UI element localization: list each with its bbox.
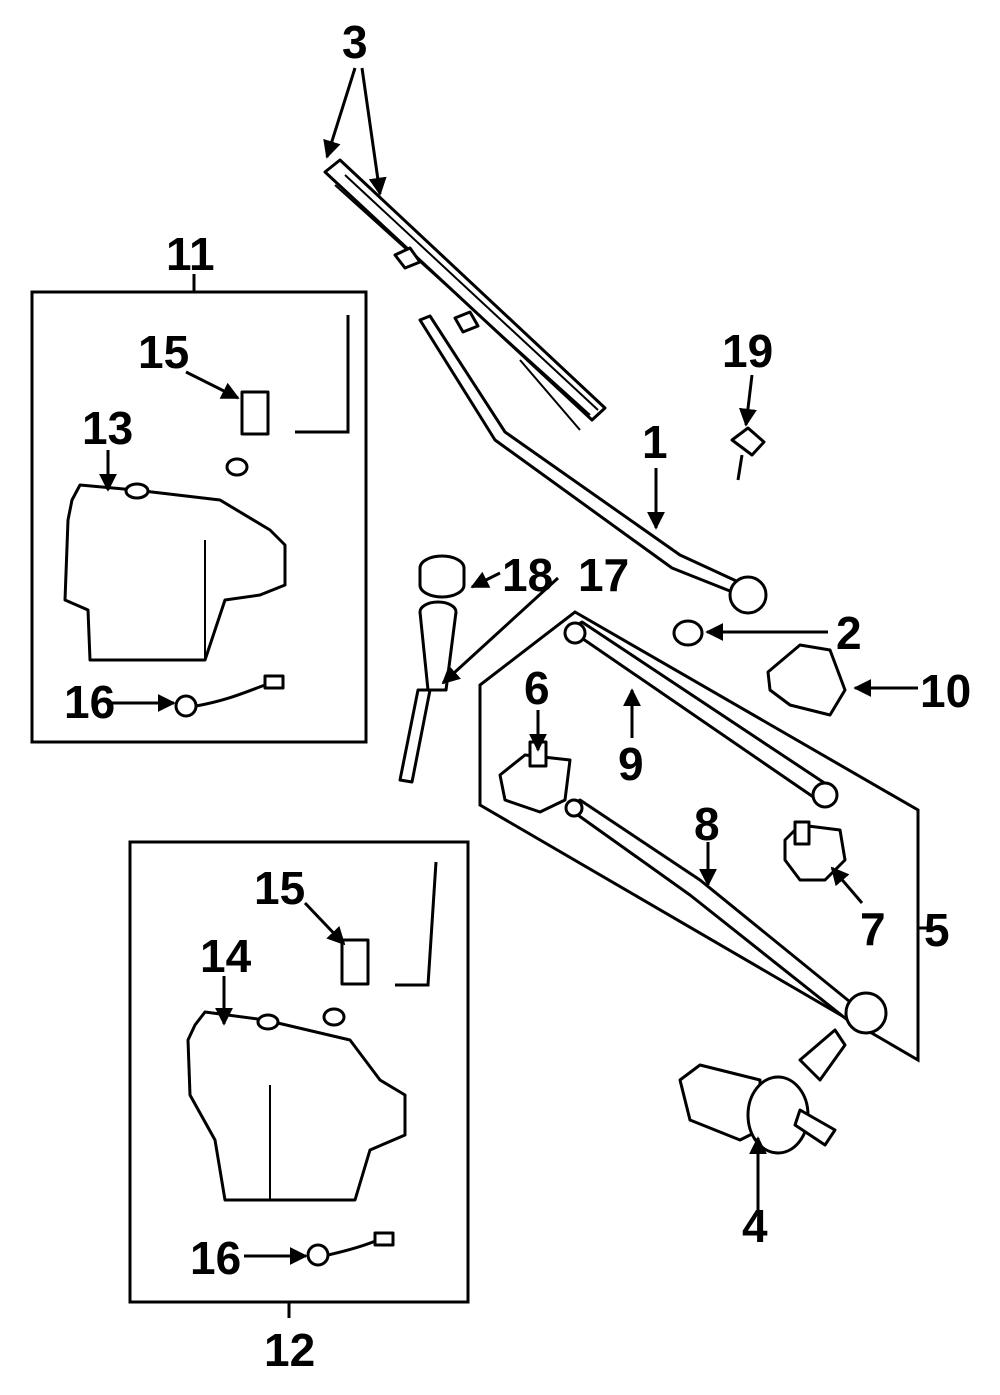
washer-pump-lower xyxy=(322,938,370,1027)
linkage-box xyxy=(478,610,920,1063)
callout-labels: 3 1 19 2 10 18 17 6 9 8 7 5 4 11 15 13 1… xyxy=(64,16,971,1376)
level-sensor-lower xyxy=(306,1231,395,1267)
callout-1: 1 xyxy=(642,416,668,468)
link-rod xyxy=(563,620,839,809)
callout-2: 2 xyxy=(836,607,862,659)
washer-reservoir-lower xyxy=(186,1010,407,1202)
washer-nozzle xyxy=(730,426,766,481)
callout-7: 7 xyxy=(860,903,886,955)
pivot-left xyxy=(498,740,572,814)
callout-9: 9 xyxy=(618,738,644,790)
pivot-right xyxy=(783,820,847,882)
callout-8: 8 xyxy=(694,798,720,850)
callout-19: 19 xyxy=(722,325,773,377)
pivot-cover xyxy=(766,643,847,717)
callout-14: 14 xyxy=(200,930,252,982)
callout-16-upper: 16 xyxy=(64,676,115,728)
washer-hose-lower xyxy=(395,861,438,987)
wiper-blade xyxy=(323,158,607,431)
link-rod-long xyxy=(564,798,888,1035)
callout-6: 6 xyxy=(524,662,550,714)
filler-neck xyxy=(398,554,466,784)
callout-15-upper: 15 xyxy=(138,326,189,378)
washer-hose-upper xyxy=(295,315,350,434)
callout-18: 18 xyxy=(502,549,553,601)
washer-reservoir-upper xyxy=(63,482,287,662)
level-sensor-upper xyxy=(174,674,285,718)
reservoir-box-upper xyxy=(30,290,368,744)
callout-5: 5 xyxy=(924,904,950,956)
callout-11: 11 xyxy=(166,228,215,280)
callout-15-lower: 15 xyxy=(254,862,305,914)
wiper-arm xyxy=(418,314,768,615)
wiper-motor xyxy=(678,1028,847,1155)
callout-13: 13 xyxy=(82,402,133,454)
callout-16-lower: 16 xyxy=(190,1232,241,1284)
callout-10: 10 xyxy=(920,665,971,717)
leader-lines xyxy=(99,67,928,1318)
callout-3: 3 xyxy=(342,16,368,68)
reservoir-box-lower xyxy=(128,840,470,1304)
callout-4: 4 xyxy=(742,1200,768,1252)
pivot-cap xyxy=(672,619,704,647)
callout-17: 17 xyxy=(578,549,629,601)
washer-pump-upper xyxy=(225,390,270,477)
callout-12: 12 xyxy=(264,1324,315,1376)
